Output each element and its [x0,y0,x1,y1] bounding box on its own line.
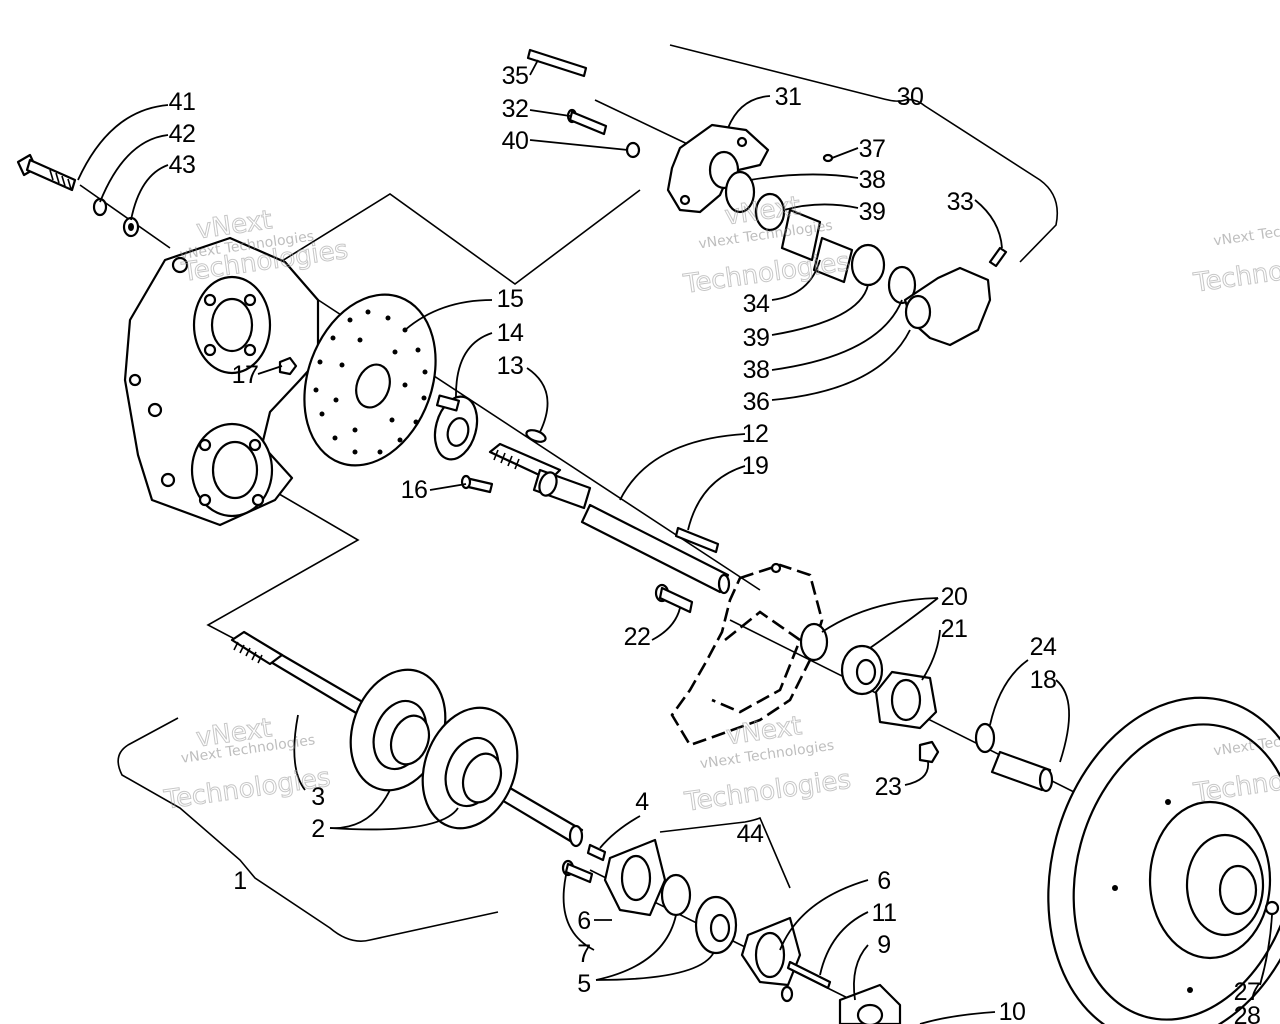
callout-28: 28 [1234,1002,1261,1024]
callout-7: 7 [577,940,590,968]
callout-4: 4 [635,788,649,816]
flange-21 [874,670,938,730]
bearing-5b [694,895,738,955]
bolt-7 [561,859,594,884]
watermark-text: Technologies [162,763,333,816]
bleeder-33 [988,246,1008,268]
callout-39-lower: 39 [743,324,770,352]
watermark-group: vNext Technologies vNext Technologies [179,205,351,289]
watermark-text: vNext Technologies [1212,215,1280,250]
bolt-41 [16,153,77,192]
caliper-31 [666,123,770,214]
callout-37: 37 [859,135,886,163]
driven-clutch [1047,696,1280,1024]
callout-27: 27 [1234,978,1261,1006]
callout-36: 36 [743,388,770,416]
callout-41: 41 [169,88,196,116]
callout-15: 15 [497,285,524,313]
callout-12: 12 [742,420,769,448]
callout-30: 30 [897,83,924,111]
seal-38-upper [724,170,756,214]
nut-17 [278,356,298,376]
sprocket-2a [349,668,447,792]
sprocket-2b [421,706,519,830]
brake-pads-34 [780,208,854,284]
flange-6b [740,916,802,987]
housing-9 [838,983,902,1024]
leader-lines [77,59,1273,1024]
bearing-plate-outline [670,563,824,747]
callout-31: 31 [775,83,802,111]
callout-39-upper: 39 [859,198,886,226]
callout-6-left: 6 [577,907,590,935]
hub-14 [433,394,479,461]
callout-20: 20 [941,583,968,611]
washer-24 [974,722,996,754]
washer-near-9 [780,985,794,1003]
bolt-32 [566,108,608,136]
callout-17: 17 [232,361,259,389]
callout-16: 16 [401,476,428,504]
watermark-text: Technologies [1191,246,1280,299]
callout-23: 23 [875,773,902,801]
callout-38-upper: 38 [859,166,886,194]
callout-34: 34 [743,290,770,318]
callout-38-lower: 38 [743,356,770,384]
piston-39-upper [754,192,786,232]
callout-24: 24 [1030,633,1057,661]
key-13 [525,429,547,443]
callout-1: 1 [233,867,246,895]
washer-40 [625,141,641,159]
seal-38-lower [887,265,917,305]
callout-13: 13 [497,352,524,380]
flange-6a [603,838,667,917]
callout-22: 22 [624,623,651,651]
pin-35 [526,48,588,78]
watermark-group: vNext Technologies Technologies [1191,215,1280,299]
callout-14: 14 [497,319,524,347]
watermark-group: vNext Technologies vNext Technologies [682,711,854,819]
group-bracket-1 [117,717,499,942]
bearing-5a [660,873,692,917]
caliper-half-36 [903,266,992,347]
screw-4 [586,843,607,862]
callout-42: 42 [169,120,196,148]
piston-39-lower [850,243,886,287]
callout-18: 18 [1030,666,1057,694]
brake-shaft-12 [488,442,731,595]
callout-9: 9 [877,931,890,959]
callout-3: 3 [311,783,324,811]
nut-23 [918,740,940,764]
chaincase-housing [123,236,320,527]
callout-35: 35 [502,62,529,90]
callout-40: 40 [502,127,529,155]
fitting-11 [786,960,832,990]
callout-33: 33 [947,188,974,216]
bolt-22 [654,583,694,614]
callout-32: 32 [502,95,529,123]
pin-19 [674,526,720,554]
spacer-18 [990,750,1054,793]
callout-21: 21 [941,615,968,643]
callout-6-right: 6 [877,867,890,895]
group-bracket-30 [669,44,1059,263]
group-bracket-44 [659,816,791,889]
brake-disc-15 [303,293,437,467]
callout-2: 2 [311,815,324,843]
bearing-20a [799,622,829,662]
callout-11: 11 [872,899,897,927]
clip-37 [822,153,834,163]
callout-19: 19 [742,452,769,480]
watermark-text: Technologies [682,765,853,818]
screw-16 [460,474,494,494]
callout-43: 43 [169,151,196,179]
washer-42 [92,197,108,217]
callout-44: 44 [737,820,764,848]
watermark-group: vNext Technologies vNext Technologies [161,713,333,816]
callout-10: 10 [999,998,1026,1024]
callout-labels: 41 42 43 17 15 14 13 16 12 19 35 32 40 3… [169,62,1261,1024]
callout-5: 5 [577,970,590,998]
